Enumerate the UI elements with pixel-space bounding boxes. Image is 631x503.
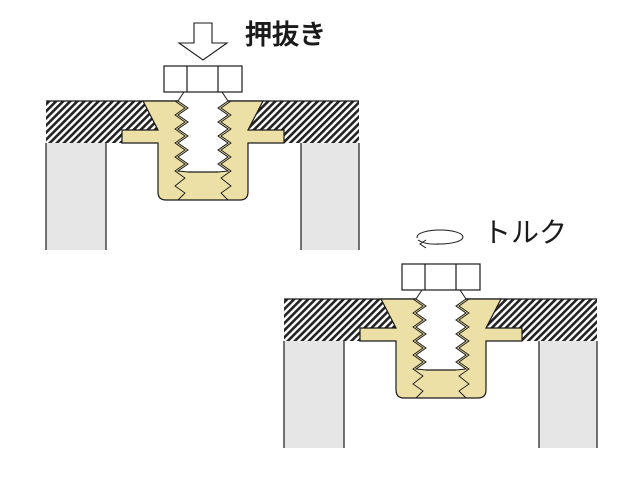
push-out-diagram [45,22,360,251]
torque-label: トルク [483,216,568,249]
rotation-arrow-icon [415,229,464,249]
down-arrow-icon [177,22,229,61]
push-out-label: 押抜き [245,20,326,51]
torque-diagram [283,263,598,449]
